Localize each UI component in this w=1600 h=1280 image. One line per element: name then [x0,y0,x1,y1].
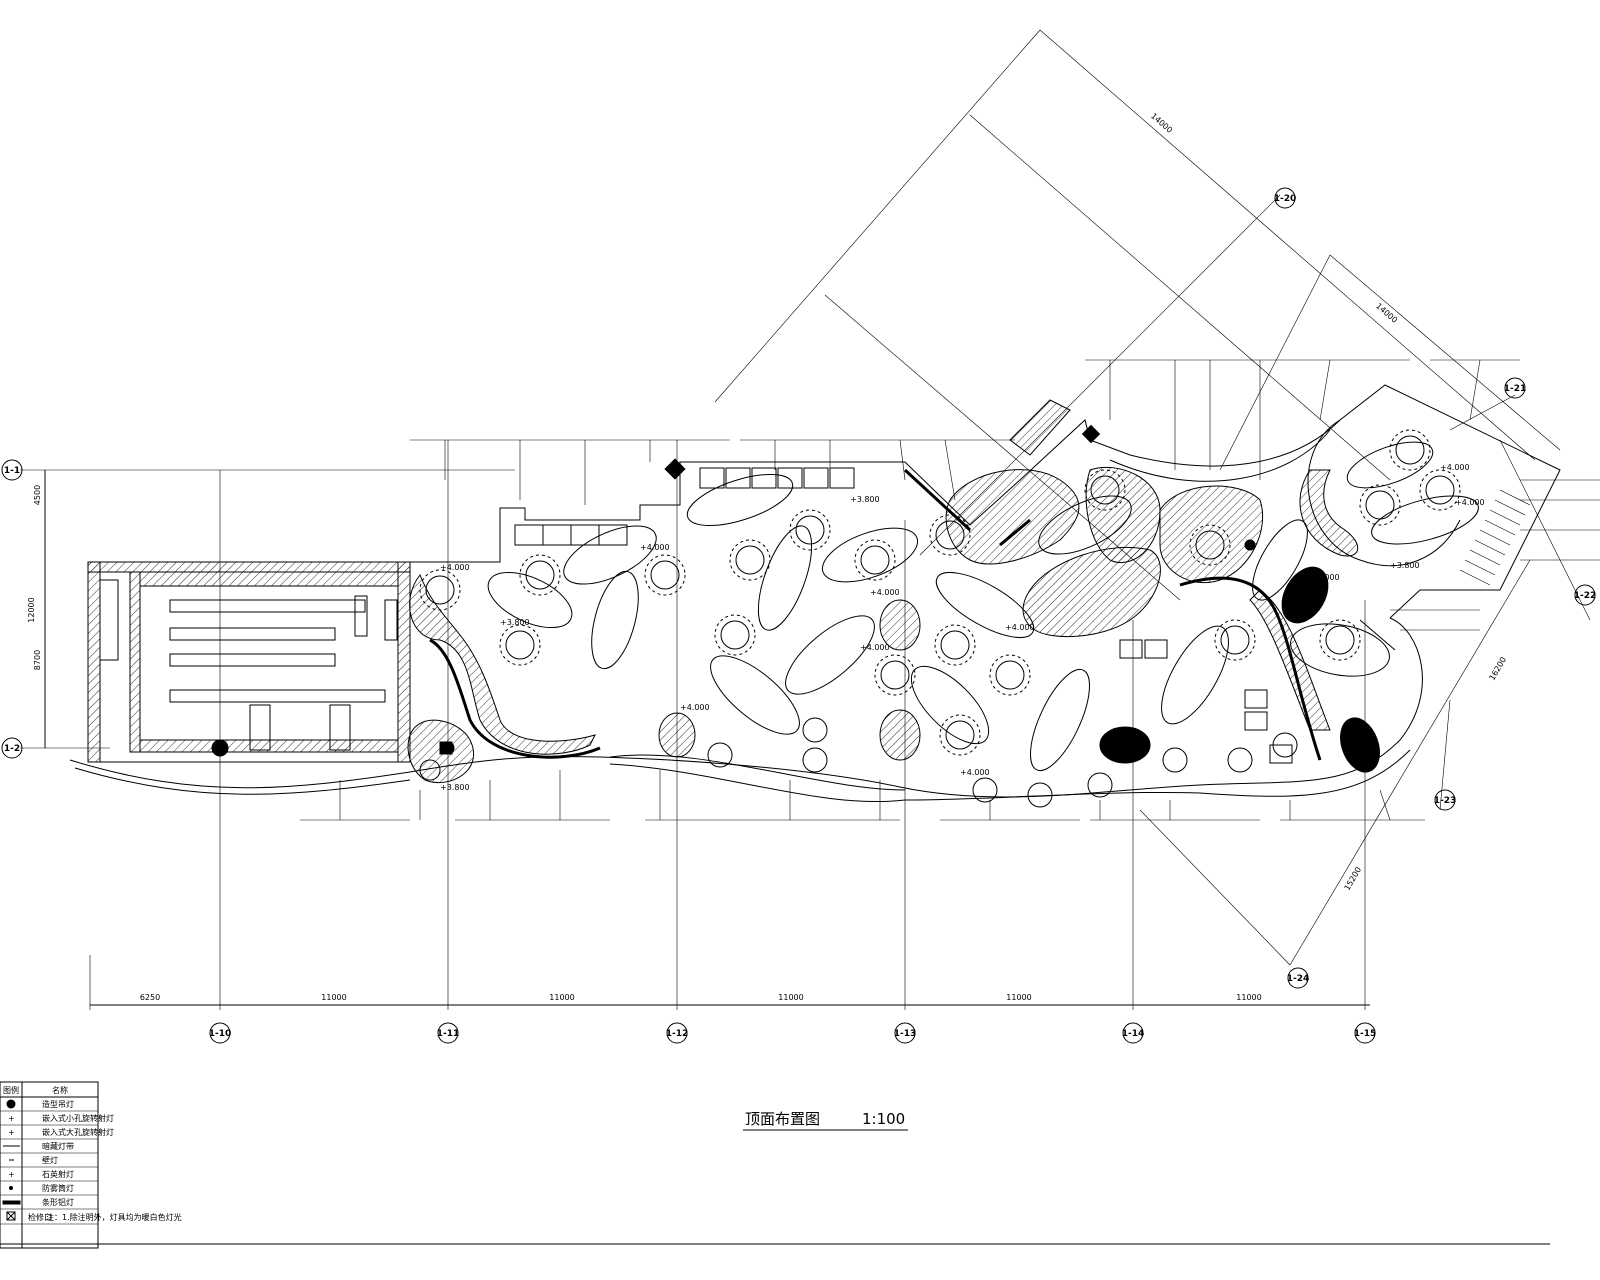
legend-header-name: 名称 [52,1085,68,1095]
stair [1459,489,1531,586]
elevation-tag: +4.000 [1005,623,1035,632]
downlight-icon [9,1186,13,1190]
legend-row-name: 嵌入式大孔旋转射灯 [42,1127,114,1137]
svg-text:1-12: 1-12 [666,1029,689,1039]
axis-bubble: 1-14 [1122,1022,1145,1044]
svg-text:1-11: 1-11 [437,1029,460,1039]
legend-row-name: 暗藏灯带 [42,1141,74,1151]
axis-bubbles-left: 1-1 1-2 [1,459,23,759]
elevation-tags: +4.000 +3.800 +4.000 +4.000 +3.800 +4.00… [440,463,1485,792]
axis-bubble: 1-20 [1274,187,1297,209]
svg-text:1-13: 1-13 [894,1029,917,1039]
svg-text:1-24: 1-24 [1287,974,1310,984]
legend-row-name: 石英射灯 [42,1169,74,1179]
elevation-tag: +3.800 [850,495,880,504]
dim-left-3: 8700 [33,650,42,670]
legend-row-name: 造型吊灯 [42,1099,74,1109]
pendant-lamp-icon [6,1099,16,1109]
axis-bubble: 1-22 [1574,584,1597,606]
dim-left-1: 4500 [33,485,42,505]
svg-text:1-1: 1-1 [4,466,20,476]
svg-text:1-15: 1-15 [1354,1029,1377,1039]
elevation-tag: +4.000 [1455,498,1485,507]
elevation-tag: +3.800 [440,783,470,792]
legend-table: 图例 名称 + + + 造型吊灯 嵌入式小孔旋转射灯 嵌入式大孔旋转射灯 暗藏灯… [0,1081,1550,1249]
oval-ceiling-features [487,441,1479,773]
svg-text:1-2: 1-2 [4,744,20,754]
axis-bubble: 1-23 [1434,789,1457,811]
axis-bubble: 1-12 [666,1022,689,1044]
dimension-texts: 6250 11000 11000 11000 11000 11000 4500 … [27,111,1508,1002]
dim-bottom-6: 11000 [1236,993,1261,1002]
elevation-tag: +3.800 [1390,561,1420,570]
dim-bottom-1: 6250 [140,993,160,1002]
dim-right-2: 15200 [1343,865,1364,892]
legend-row-name: 嵌入式小孔旋转射灯 [42,1113,114,1123]
access-panel-icon [6,1211,16,1221]
axis-bubble: 1-15 [1354,1022,1377,1044]
svg-text:1-20: 1-20 [1274,194,1297,204]
building-outline [69,384,1561,803]
booth-seating [514,467,1293,764]
svg-text:1-14: 1-14 [1122,1029,1145,1039]
legend-row-name: 检修口 [28,1212,52,1222]
axis-bubble: 1-10 [209,1022,232,1044]
note-leaders [300,359,1600,821]
dim-left-2: 12000 [27,597,36,622]
dim-bottom-4: 11000 [778,993,803,1002]
axis-bubble: 1-24 [1287,967,1310,989]
elevation-tag: +4.000 [640,543,670,552]
axis-bubble: 1-2 [1,737,23,759]
svg-text:1-21: 1-21 [1504,384,1527,394]
svg-text:1-23: 1-23 [1434,796,1457,806]
hatched-features [407,399,1358,784]
axis-bubbles-bottom: 1-10 1-11 1-12 1-13 1-14 1-15 [209,1022,1377,1044]
light-strips [429,468,1322,761]
scale-text: 1:100 [862,1110,905,1128]
plus-icon: + [8,1114,15,1123]
columns [439,424,1101,755]
elevation-tag: +4.000 [1440,463,1470,472]
axis-bubble: 1-1 [1,459,23,481]
elevation-tag: +4.000 [870,588,900,597]
dim-bottom-3: 11000 [549,993,574,1002]
legend-header-symbol: 图例 [3,1085,19,1095]
svg-text:1-22: 1-22 [1574,591,1597,601]
axis-bubbles-diagonal: 1-20 1-21 1-22 1-23 1-24 [1274,187,1597,989]
drawing-title: 顶面布置图 1:100 [743,1110,908,1131]
dim-bottom-2: 11000 [321,993,346,1002]
dim-top-1: 14000 [1149,111,1174,134]
elevation-tag: +4.000 [960,768,990,777]
elevation-tag: +4.000 [440,563,470,572]
bar-lamp-icon [2,1200,21,1205]
legend-row-name: 壁灯 [42,1155,58,1165]
grid-lines [20,29,1591,1010]
axis-bubble: 1-11 [437,1022,460,1044]
dim-right-1: 16200 [1488,655,1509,682]
svg-text:1-10: 1-10 [209,1029,232,1039]
elevation-tag: +4.000 [860,643,890,652]
legend-row-name: 条形铝灯 [42,1197,74,1207]
legend-footnote: 注：1.除注明外，灯具均为暖白色灯光 [46,1212,182,1222]
elevation-tag: +3.800 [500,618,530,627]
legend-row-name: 防雾筒灯 [42,1183,74,1193]
axis-bubble: 1-21 [1504,377,1527,399]
axis-bubble: 1-13 [894,1022,917,1044]
dim-top-2: 14000 [1374,301,1399,324]
dim-bottom-5: 11000 [1006,993,1031,1002]
title-text: 顶面布置图 [745,1110,820,1128]
elevation-tag: +4.000 [1310,573,1340,582]
dining-tables [211,429,1461,808]
quartz-spot-icon: + [8,1170,15,1179]
plus-icon: + [8,1128,15,1137]
elevation-tag: +4.000 [680,703,710,712]
